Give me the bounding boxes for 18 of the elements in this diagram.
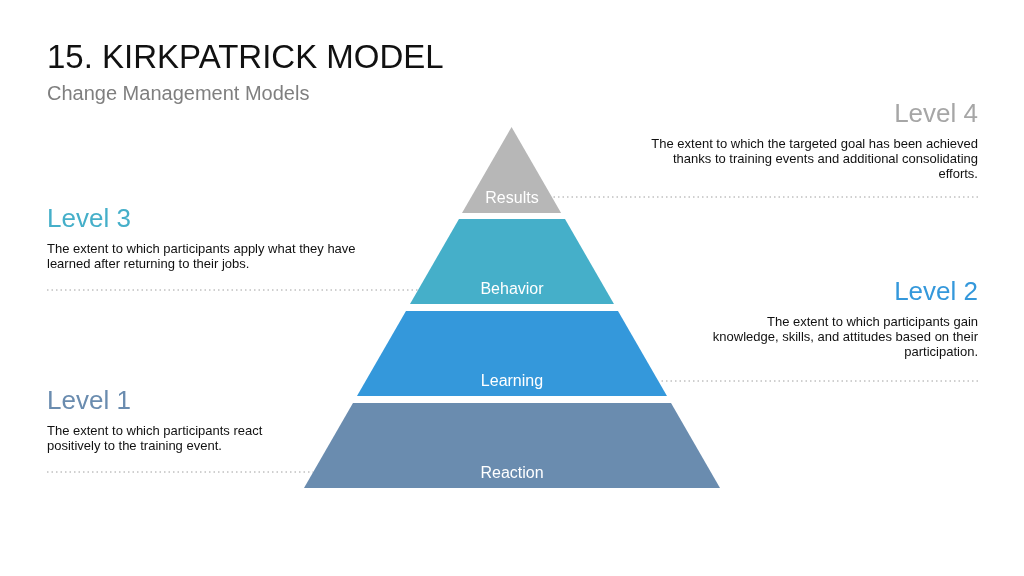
level-heading: Level 4	[894, 98, 978, 128]
level-heading: Level 1	[47, 385, 131, 415]
level-description: The extent to which participants gain knowledge, skills, and attitudes based on their participation.	[711, 314, 978, 359]
tier-label: Reaction	[479, 464, 545, 482]
pyramid-tier	[410, 219, 614, 304]
pyramid-tier	[357, 311, 667, 396]
title: 15. KIRKPATRICK MODEL	[47, 38, 444, 76]
subtitle: Change Management Models	[47, 82, 310, 105]
level-description: The extent to which the targeted goal has been achieved thanks to training events and additional consolidating efforts.	[650, 136, 978, 181]
tier-label: Behavior	[479, 280, 545, 298]
level-heading: Level 2	[894, 276, 978, 306]
level-description: The extent to which participants react positively to the training event.	[47, 423, 264, 453]
pyramid-tier	[462, 127, 562, 213]
pyramid-tier	[304, 403, 720, 488]
tier-label: Results	[484, 189, 540, 207]
level-description: The extent to which participants apply what they have learned after returning to their jobs.	[47, 241, 357, 271]
level-heading: Level 3	[47, 203, 131, 233]
tier-label: Learning	[479, 372, 545, 390]
